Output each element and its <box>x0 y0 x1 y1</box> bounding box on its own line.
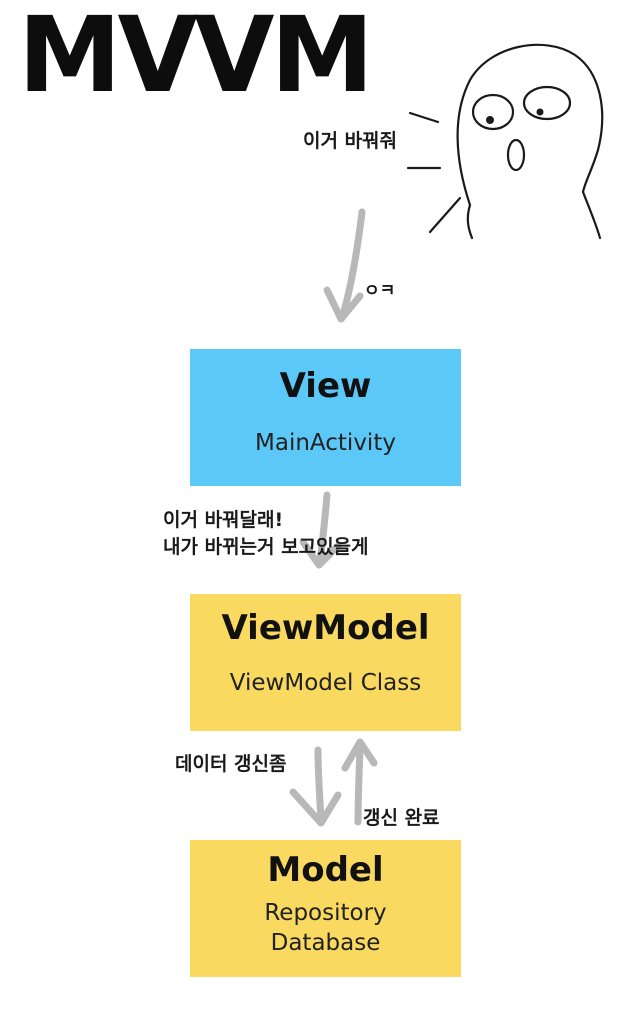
annotation-change-this: 이거 바꿔줘 <box>303 130 398 152</box>
annotation-request-line2: 내가 바뀌는거 보고있을게 <box>163 536 369 558</box>
viewmodel-subtitle: ViewModel Class <box>229 670 422 696</box>
diagram-title: MVVM <box>18 0 374 116</box>
view-title: View <box>279 366 372 406</box>
arrow-viewmodel-to-model <box>314 746 325 824</box>
view-subtitle: MainActivity <box>255 430 396 456</box>
annotation-ok: ㅇㅋ <box>364 281 396 301</box>
annotation-update-done: 갱신 완료 <box>363 807 440 829</box>
viewmodel-box: ViewModel ViewModel Class <box>190 594 461 731</box>
right-pupil <box>536 108 544 116</box>
model-subtitle-line2: Database <box>270 930 381 956</box>
viewmodel-title: ViewModel <box>221 608 430 648</box>
left-pupil <box>486 116 494 124</box>
model-subtitle-line1: Repository <box>264 900 387 926</box>
arrow-view-to-viewmodel <box>316 491 331 567</box>
model-title: Model <box>267 850 384 890</box>
model-box: Model Repository Database <box>190 840 461 977</box>
arrow-to-view <box>338 208 366 322</box>
view-box: View MainActivity <box>190 349 461 486</box>
annotation-update-request: 데이터 갱신좀 <box>175 753 287 775</box>
annotation-request-line1: 이거 바꿔달래! <box>163 509 284 531</box>
arrow-model-to-viewmodel <box>354 744 364 826</box>
